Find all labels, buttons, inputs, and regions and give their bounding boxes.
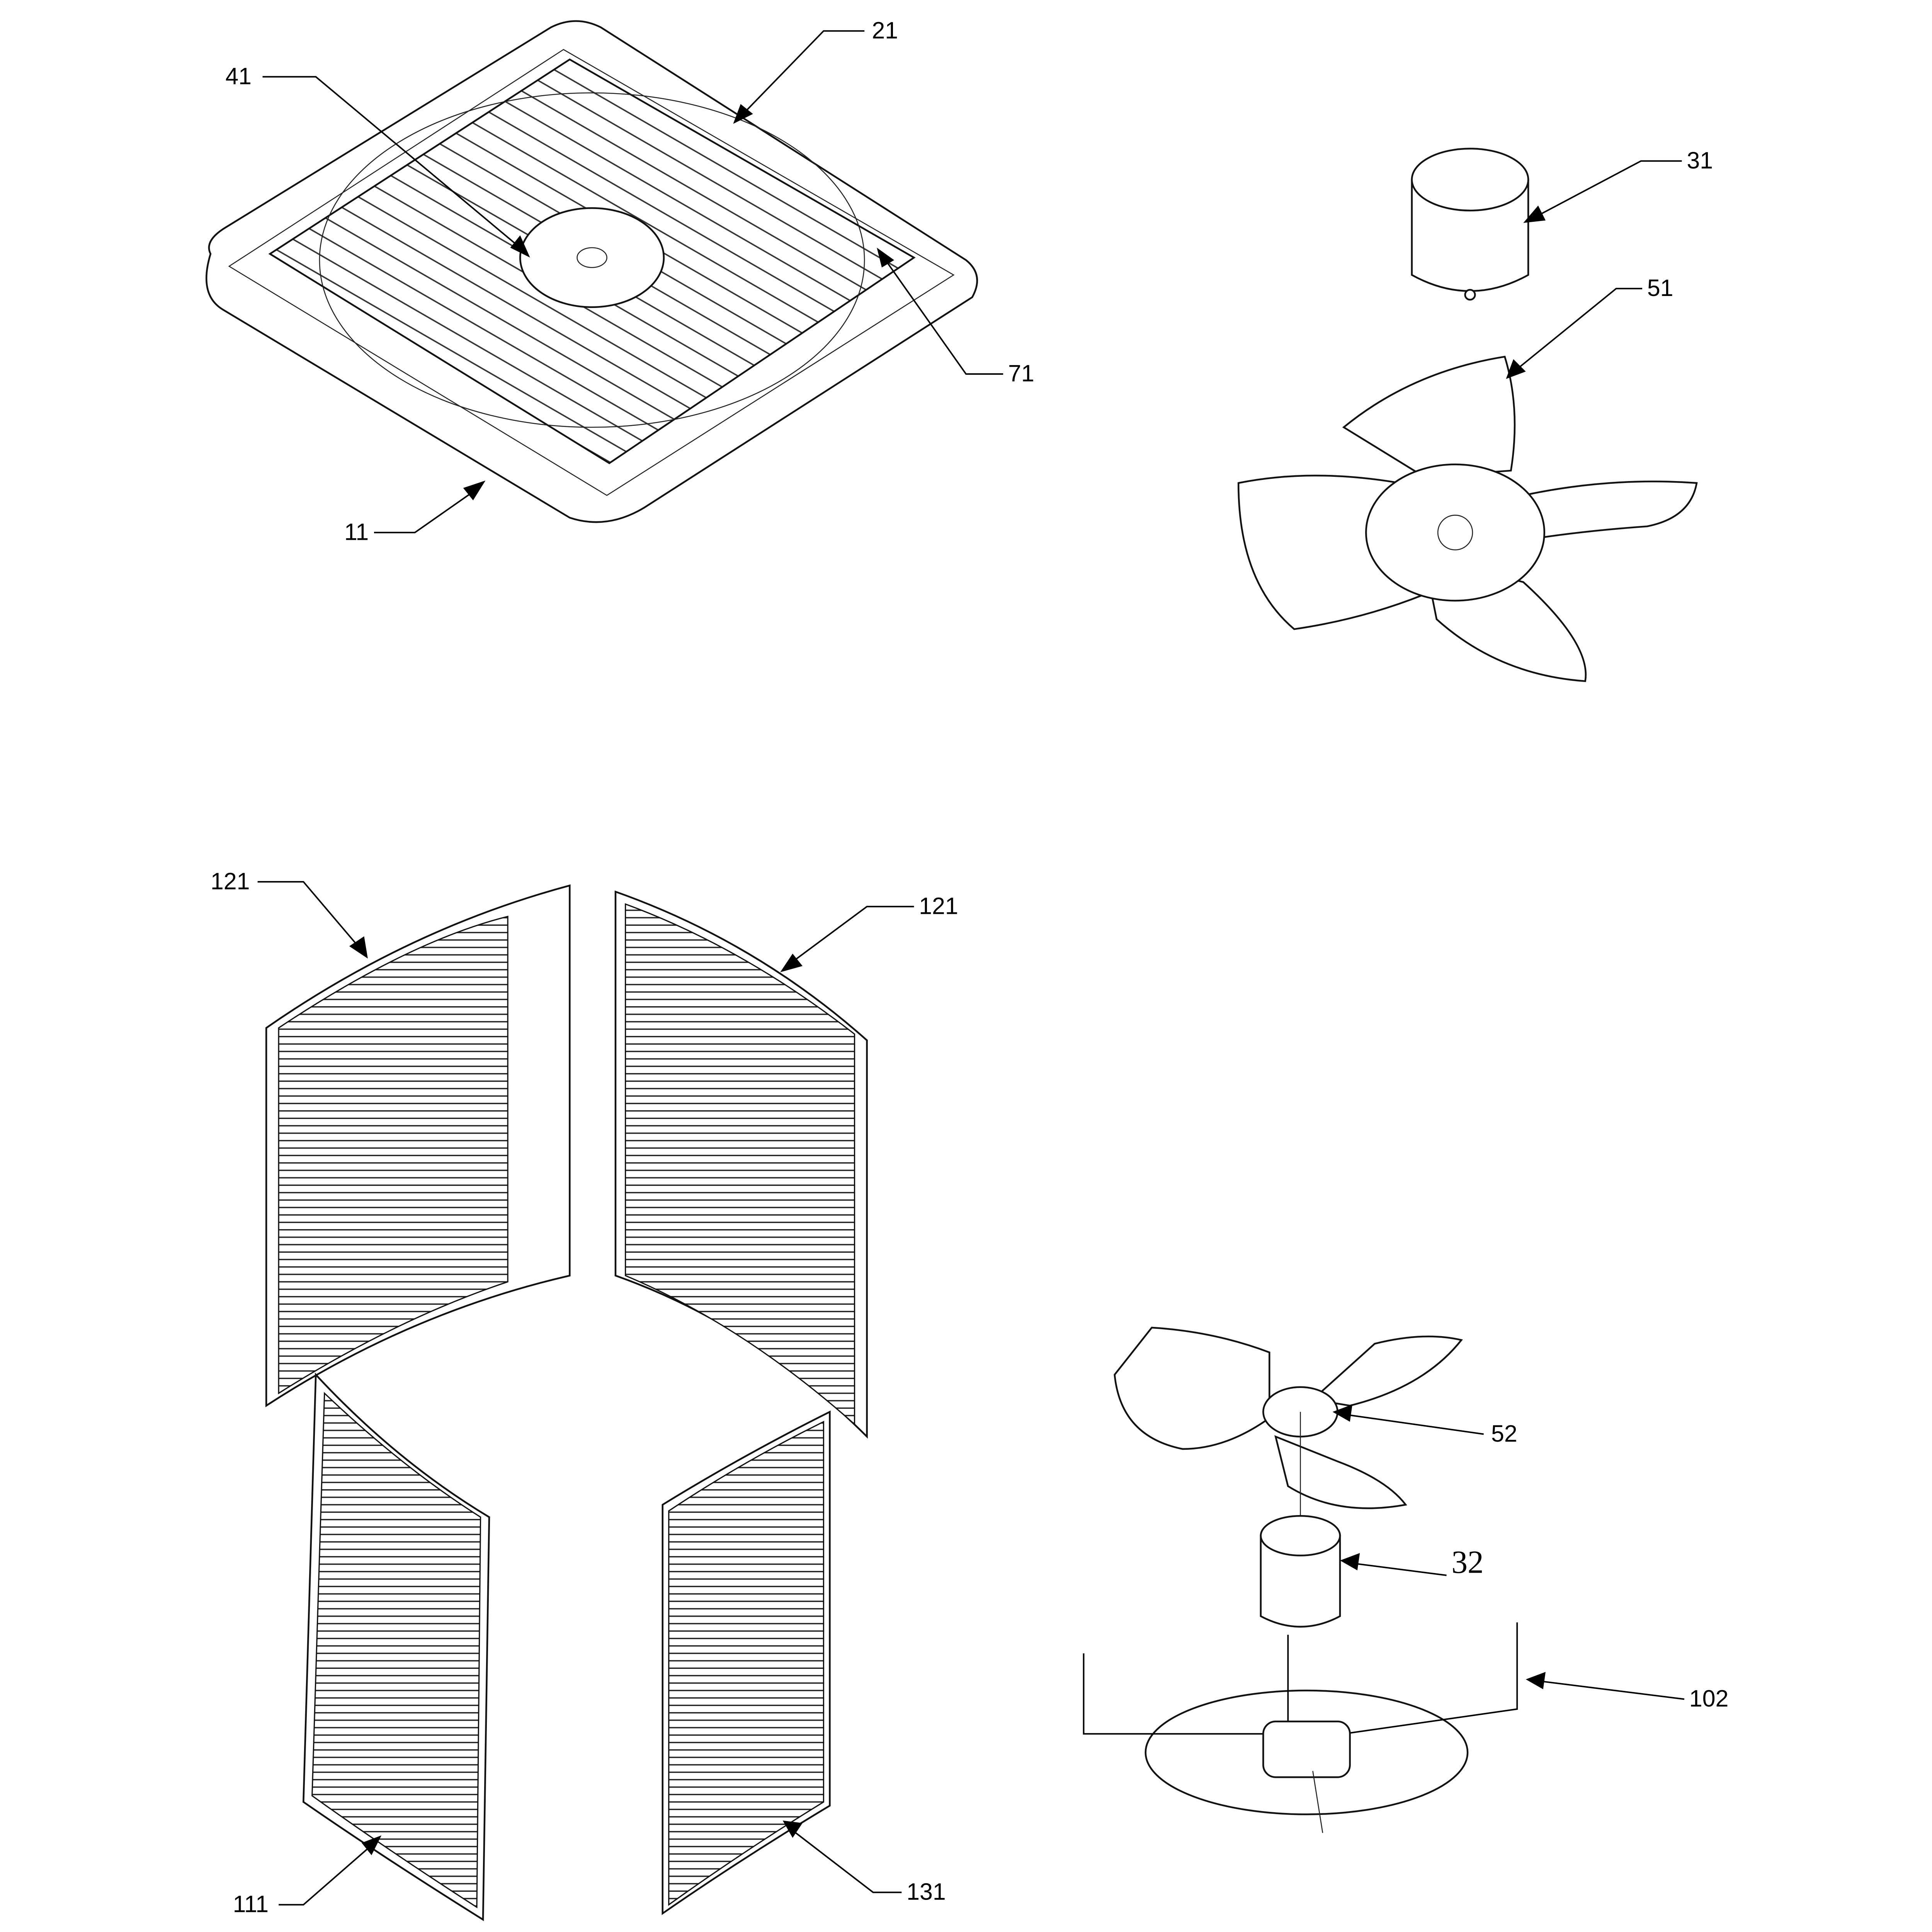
fan-guard-center-plate xyxy=(519,207,665,308)
label-71: 71 xyxy=(1008,360,1034,386)
label-11: 11 xyxy=(344,519,369,545)
label-51: 51 xyxy=(1647,275,1673,301)
fan-blade-top xyxy=(1237,355,1698,682)
label-21: 21 xyxy=(872,17,898,43)
label-121-right: 121 xyxy=(919,893,958,919)
label-111: 111 xyxy=(233,1891,269,1917)
label-31: 31 xyxy=(1687,147,1713,173)
label-52: 52 xyxy=(1491,1420,1517,1447)
fan-blade-bottom xyxy=(1114,1327,1463,1517)
panel-lower-right xyxy=(662,1410,831,1915)
label-32: 32 xyxy=(1451,1545,1483,1580)
motor-top xyxy=(1411,148,1529,301)
label-102: 102 xyxy=(1689,1685,1729,1712)
motor-bottom xyxy=(1260,1515,1341,1628)
label-131: 131 xyxy=(906,1879,946,1905)
callouts: 41 21 71 11 31 51 121 121 111 131 52 32 … xyxy=(211,17,1728,1917)
top-cover-assembly xyxy=(206,20,978,523)
panel-upper-left xyxy=(265,884,571,1407)
label-41: 41 xyxy=(225,63,252,89)
panel-lower-left xyxy=(302,1372,490,1921)
panel-upper-right xyxy=(614,890,868,1439)
label-121-left: 121 xyxy=(211,868,250,894)
motor-bracket xyxy=(1083,1622,1518,1833)
